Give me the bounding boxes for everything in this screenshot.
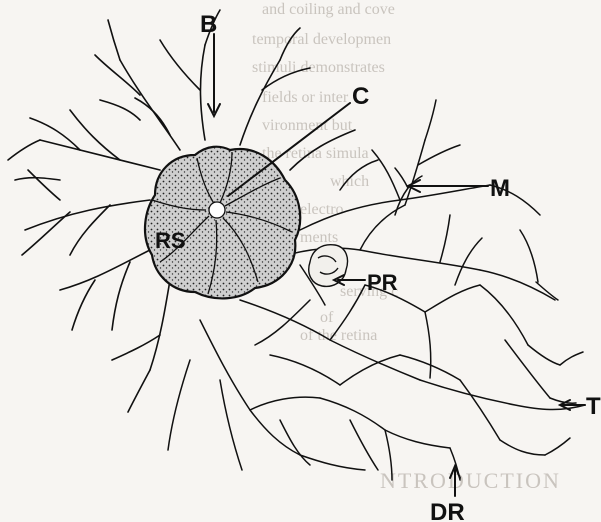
label-c: C xyxy=(352,83,369,110)
bleed-line-5: vironment but xyxy=(262,117,353,134)
label-m: M xyxy=(490,175,510,202)
label-rs: RS xyxy=(155,228,186,253)
label-t: T xyxy=(586,393,601,420)
bleed-line-4: fields or inter xyxy=(262,89,349,106)
bleed-line-8: electro xyxy=(300,201,344,218)
soma xyxy=(145,147,300,299)
soma-center xyxy=(209,202,225,218)
bleed-line-2: temporal developmen xyxy=(252,31,391,48)
label-dr: DR xyxy=(430,499,465,522)
bleed-through-text: and coiling and cove temporal developmen… xyxy=(252,1,561,493)
bleed-line-7: which xyxy=(330,173,369,190)
label-pr: PR xyxy=(367,270,398,295)
bleed-line-9: ments xyxy=(300,229,338,246)
label-b: B xyxy=(200,11,217,38)
bleed-line-11: of xyxy=(320,309,334,326)
bleed-line-1: and coiling and cove xyxy=(262,1,395,18)
bleed-line-6: the retina simula xyxy=(262,145,369,162)
bleed-heading: NTRODUCTION xyxy=(380,468,561,493)
soma-body xyxy=(145,147,300,299)
